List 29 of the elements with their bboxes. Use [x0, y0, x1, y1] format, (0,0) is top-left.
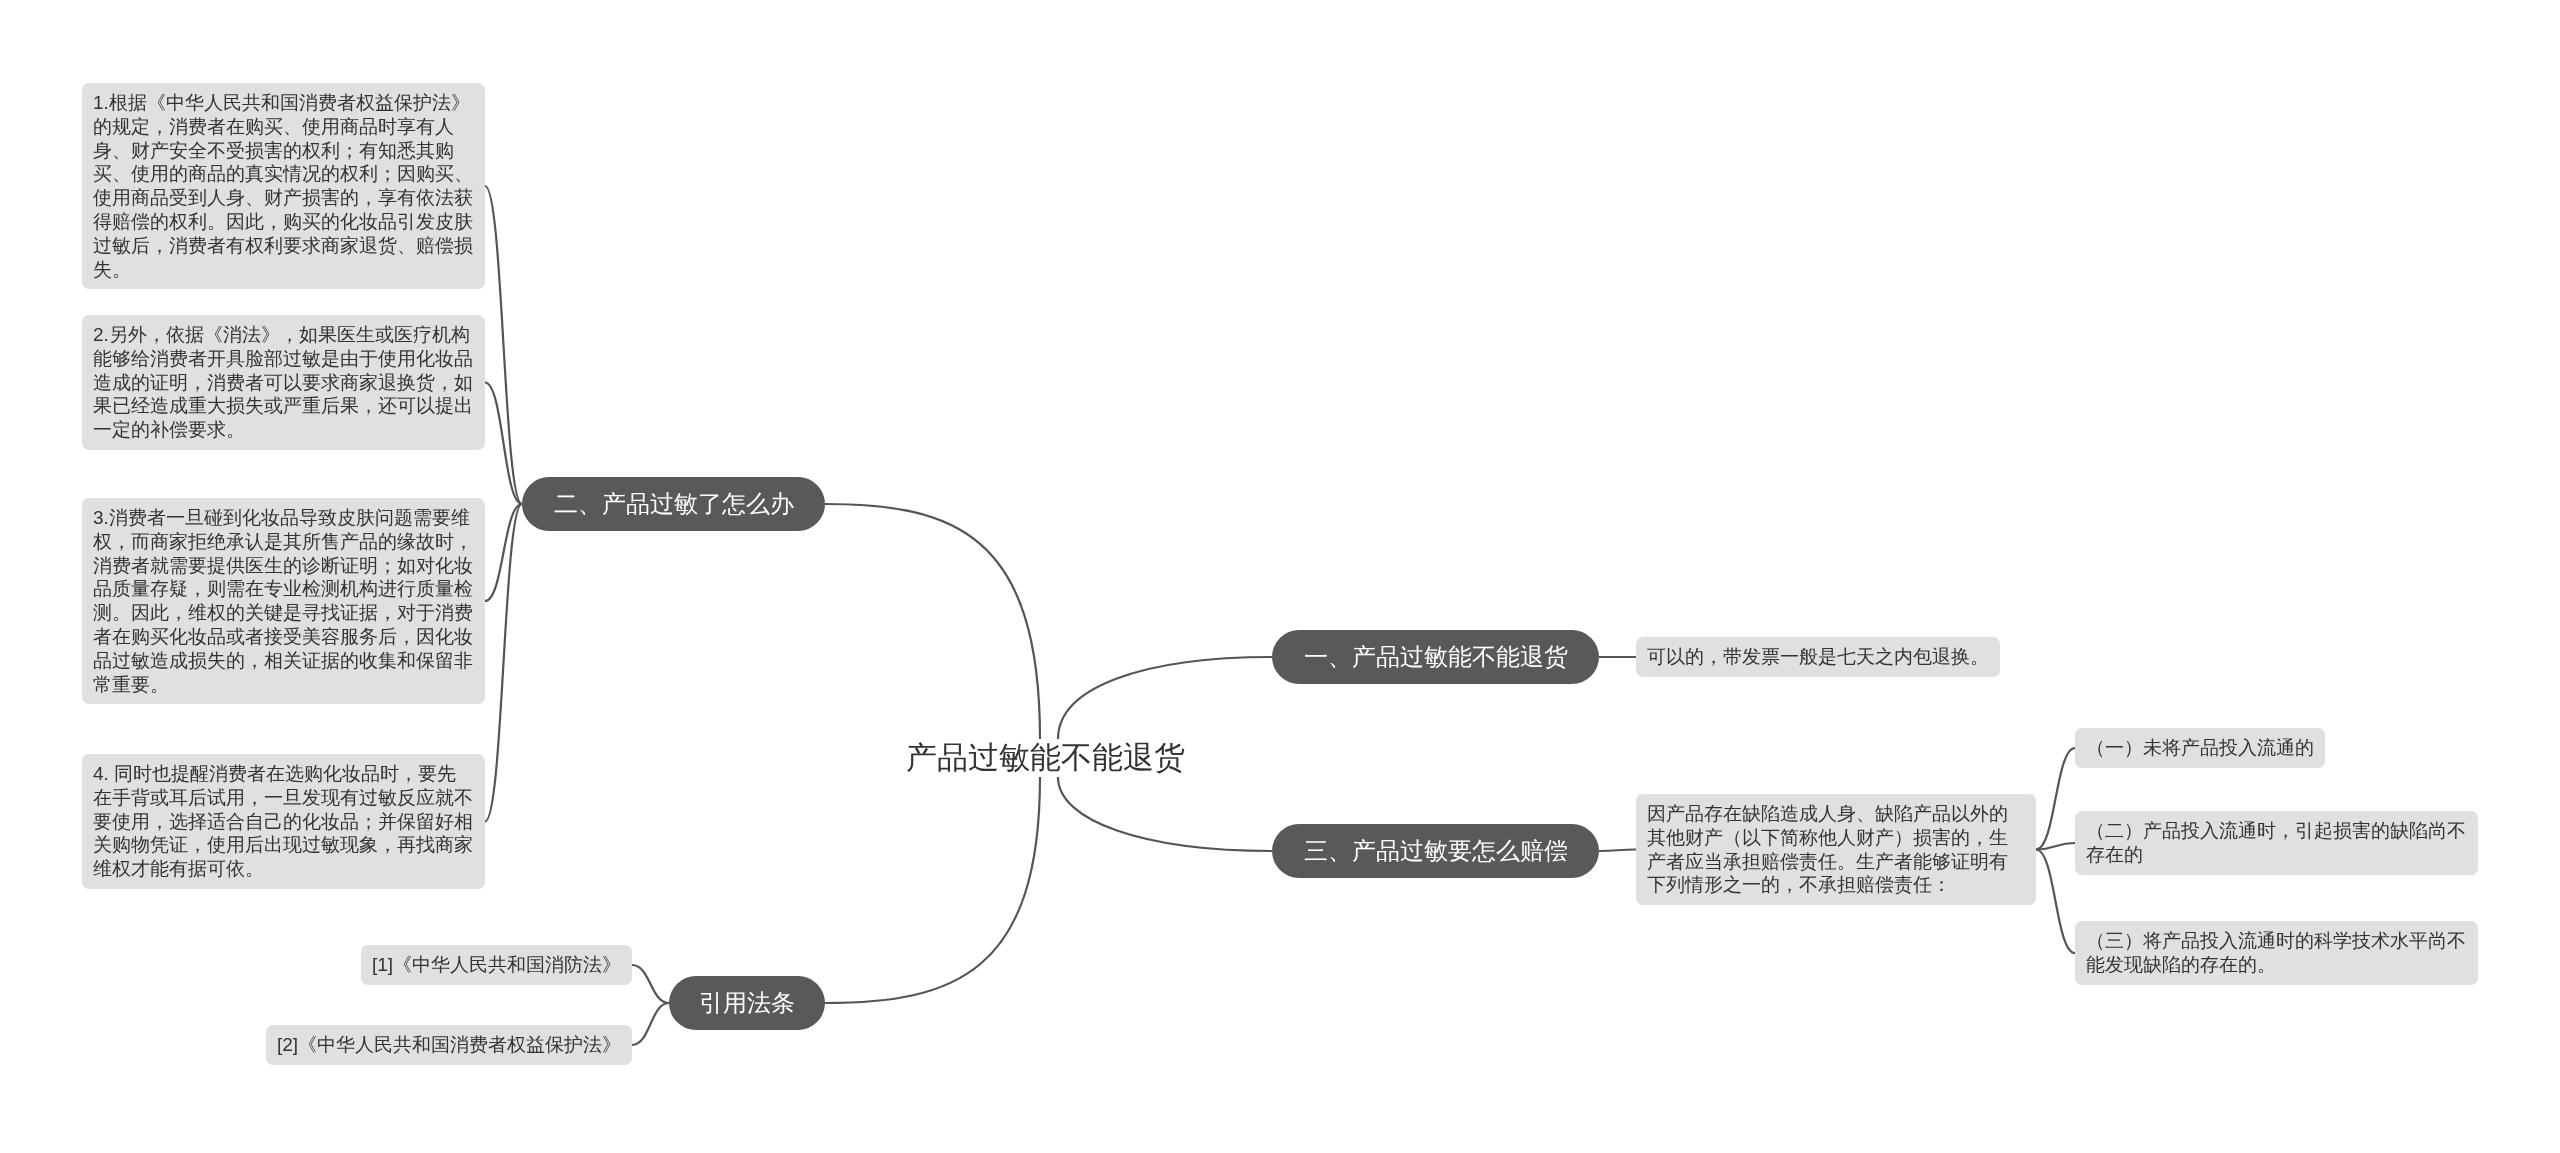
- note-box: 因产品存在缺陷造成人身、缺陷产品以外的其他财产（以下简称他人财产）损害的，生产者应当承担赔偿责任。生产者能够证明有下列情形之一的，不承担赔偿责任：: [1636, 794, 2036, 906]
- note-box: 3.消费者一旦碰到化妆品导致皮肤问题需要维权，而商家拒绝承认是其所售产品的缘故时，消费者就需要提供医生的诊断证明；如对化妆品质量存疑，则需在专业检测机构进行质量检测。因此，维权的关键是寻找证据，对于消费者在购买化妆品或者接受美容服务后，因化妆品过敏造成损失的，相关证据的收集和保留非常重要。: [82, 498, 485, 705]
- connector: [1599, 655, 1636, 659]
- connector: [631, 1001, 670, 1047]
- note-box: 2.另外，依据《消法》，如果医生或医疗机构能够给消费者开具脸部过敏是由于使用化妆品造成的证明，消费者可以要求商家退换货，如果已经造成重大损失或严重后果，还可以提出一定的补偿要求。: [82, 315, 485, 450]
- connector: [484, 503, 523, 823]
- note-box: （一）未将产品投入流通的: [2075, 728, 2325, 768]
- connector: [2035, 841, 2076, 851]
- connector: [484, 503, 523, 602]
- note-box: （二）产品投入流通时，引起损害的缺陷尚不存在的: [2075, 811, 2478, 875]
- connector: [1056, 655, 1273, 740]
- note-box: [1]《中华人民共和国消防法》: [361, 945, 633, 985]
- connector: [1599, 848, 1636, 853]
- note-box: [2]《中华人民共和国消费者权益保护法》: [266, 1025, 633, 1065]
- topic-pill: 一、产品过敏能不能退货: [1272, 630, 1599, 684]
- connector: [824, 776, 1042, 1005]
- connector: [484, 381, 523, 505]
- connector: [1056, 776, 1273, 853]
- topic-pill: 引用法条: [669, 976, 825, 1030]
- note-box: 1.根据《中华人民共和国消费者权益保护法》的规定，消费者在购买、使用商品时享有人身、财产安全不受损害的权利；有知悉其购买、使用的商品的真实情况的权利；因购买、使用商品受到人身、财产损害的，享有依法获得赔偿的权利。因此，购买的化妆品引发皮肤过敏后，消费者有权利要求商家退货、赔偿损失。: [82, 83, 485, 290]
- central-topic: 产品过敏能不能退货: [900, 733, 1191, 783]
- connector: [484, 185, 523, 505]
- note-box: 可以的，带发票一般是七天之内包退换。: [1636, 637, 2000, 677]
- connector: [824, 502, 1042, 740]
- topic-pill: 二、产品过敏了怎么办: [522, 477, 825, 531]
- note-box: 4. 同时也提醒消费者在选购化妆品时，要先在手背或耳后试用，一旦发现有过敏反应就不要使用，选择适合自己的化妆品；并保留好相关购物凭证，使用后出现过敏现象，再找商家维权才能有据可依。: [82, 754, 485, 889]
- topic-pill: 三、产品过敏要怎么赔偿: [1272, 824, 1599, 878]
- note-box: （三）将产品投入流通时的科学技术水平尚不能发现缺陷的存在的。: [2075, 921, 2478, 985]
- connector: [2035, 848, 2076, 954]
